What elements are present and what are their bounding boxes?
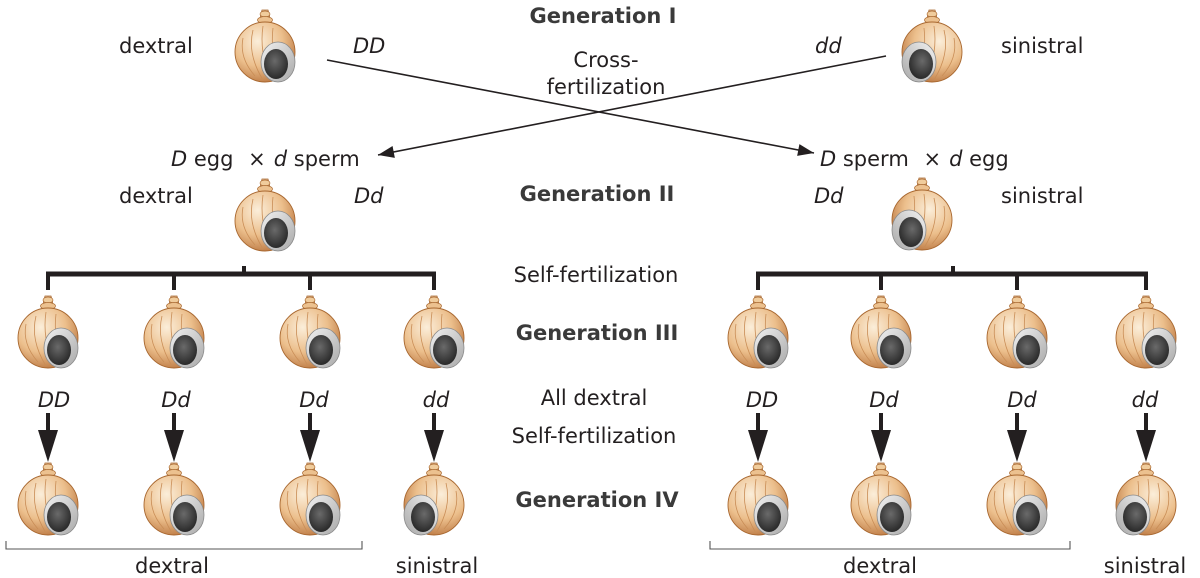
gen3-left-snail-1 [17, 295, 79, 369]
cross-arrow-to-right [326, 59, 815, 154]
cross-arrow-to-left-head [378, 146, 395, 158]
gen3-right-snail-3 [986, 295, 1048, 369]
generation-3-label: Generation III [515, 321, 679, 345]
gen1-dextral-snail [234, 9, 296, 83]
gen4-left-snail-4 [403, 462, 465, 536]
cross-symbol: × [248, 147, 266, 171]
left-down-arrow-2-head [164, 430, 184, 462]
gen2-right-genotype: Dd [814, 184, 844, 208]
gamete-word: sperm [293, 147, 360, 171]
gen2-right-gametes: D sperm × d egg [820, 147, 1009, 171]
left-dextral-bracket [5, 541, 363, 550]
gen3-left-genotype-4: dd [422, 388, 450, 412]
gen3-left-genotype-1: DD [37, 388, 71, 412]
gen3-left-snail-3 [279, 295, 341, 369]
gen2-left-genotype: Dd [354, 184, 384, 208]
connector-lines [5, 55, 1156, 550]
gamete-allele: d [949, 147, 963, 171]
left-down-arrow-4-head [424, 430, 444, 462]
gen3-left-snail-4 [403, 295, 465, 369]
gen2-right-phenotype: sinistral [1001, 184, 1084, 208]
cross-arrow-to-left [377, 55, 887, 156]
gamete-allele: D [820, 147, 837, 171]
right-down-arrow-1-head [748, 430, 768, 462]
all-dextral-label: All dextral [540, 386, 648, 410]
gen1-right-phenotype: sinistral [1001, 34, 1084, 58]
gen4-left-snail-1 [17, 462, 79, 536]
right-down-arrow-4-head [1136, 430, 1156, 462]
gamete-word: sperm [842, 147, 909, 171]
right-dextral-bracket [709, 541, 1071, 550]
gen3-right-genotype-2: Dd [869, 388, 899, 412]
right-down-arrow-3-head [1007, 430, 1027, 462]
gen2-left-phenotype: dextral [119, 184, 193, 208]
gen4-right-snail-1 [727, 462, 789, 536]
self-fertilization-label-2: Self-fertilization [511, 424, 677, 448]
gen3-left-genotype-3: Dd [299, 388, 329, 412]
right-down-arrow-2-head [871, 430, 891, 462]
gen3-right-genotype-3: Dd [1007, 388, 1037, 412]
left-down-arrow-1-head [38, 430, 58, 462]
gen1-left-phenotype: dextral [119, 34, 193, 58]
gen3-right-snail-4 [1115, 295, 1177, 369]
gen4-left-snail-3 [279, 462, 341, 536]
gamete-allele: d [273, 147, 288, 171]
generation-1-label: Generation I [529, 4, 677, 28]
bottom-right-group-label: dextral [843, 554, 917, 578]
gamete-word: egg [969, 147, 1009, 171]
gen2-left-gametes: D egg × d sperm [171, 147, 360, 171]
cross-arrow-to-right-head [797, 144, 814, 156]
generation-2-label: Generation II [519, 182, 675, 206]
gen1-sinistral-snail [901, 9, 963, 83]
cross-fertilization-label: Cross- fertilization [546, 48, 666, 99]
gen2-left-snail [234, 178, 296, 252]
generation-4-label: Generation IV [515, 488, 679, 512]
bottom-left-single-label: sinistral [395, 554, 479, 578]
gen3-left-genotype-2: Dd [161, 388, 191, 412]
gen1-right-genotype: dd [815, 34, 842, 58]
gen1-left-genotype: DD [353, 34, 386, 58]
gen3-right-genotype-1: DD [745, 388, 779, 412]
self-fertilization-label-1: Self-fertilization [513, 263, 679, 287]
gen4-left-snail-2 [143, 462, 205, 536]
left-down-arrow-3-head [300, 430, 320, 462]
bottom-right-single-label: sinistral [1103, 554, 1187, 578]
cross-symbol: × [923, 147, 942, 171]
gamete-word: egg [193, 147, 234, 171]
gen4-right-snail-2 [850, 462, 912, 536]
gen3-right-snail-2 [850, 295, 912, 369]
gen2-right-snail [891, 177, 953, 251]
gen4-right-snail-3 [986, 462, 1048, 536]
gen3-right-snail-1 [727, 295, 789, 369]
bottom-left-group-label: dextral [135, 554, 209, 578]
gen3-right-genotype-4: dd [1131, 388, 1159, 412]
gamete-allele: D [171, 147, 188, 171]
gen3-left-snail-2 [143, 295, 205, 369]
gen4-right-snail-4 [1115, 462, 1177, 536]
